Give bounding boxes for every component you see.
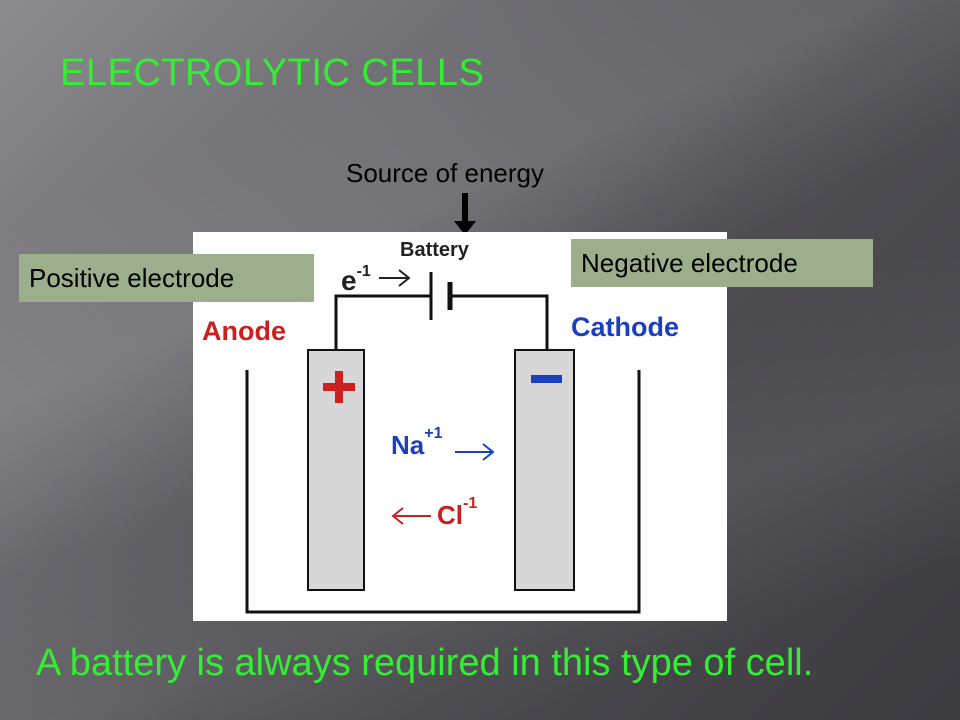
plus-sign-icon [323,371,355,403]
source-of-energy-label: Source of energy [346,158,545,188]
negative-electrode-label: Negative electrode [571,239,873,287]
electron-arrow-icon [379,269,411,287]
slide-title: ELECTROLYTIC CELLS [60,52,485,94]
battery-icon [429,272,453,320]
chloride-ion: Cl-1 [437,495,477,530]
electrolytic-cell-diagram: Battery e-1 Anode Cathode Na+1 Cl-1 [202,239,679,614]
cathode-label: Cathode [571,312,679,342]
cation-arrow-icon [455,443,495,461]
sodium-ion: Na+1 [391,425,443,460]
down-arrow-icon [454,193,476,235]
slide-caption: A battery is always required in this typ… [36,642,814,684]
minus-sign-icon [531,375,562,383]
battery-label: Battery [400,239,470,261]
anion-arrow-icon [391,507,431,525]
cathode-electrode [514,349,575,591]
anode-label: Anode [202,316,286,346]
left-wire [334,294,431,350]
positive-electrode-label: Positive electrode [19,254,314,302]
right-wire [450,294,549,350]
electron-symbol: e-1 [341,263,371,296]
beaker [245,370,641,614]
